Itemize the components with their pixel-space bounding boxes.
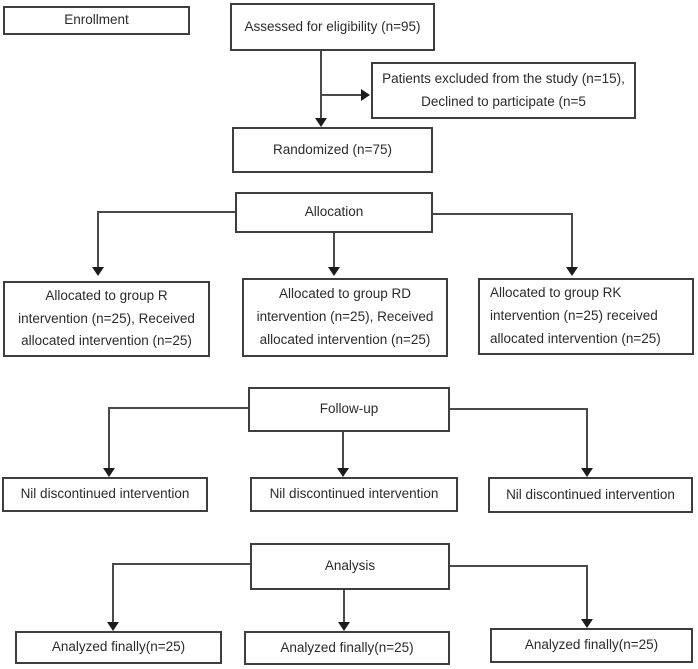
- nil-discontinued-box-1: Nil discontinued intervention: [2, 477, 208, 512]
- analyzed-box-1: Analyzed finally(n=25): [15, 631, 222, 664]
- analyzed-box-3: Analyzed finally(n=25): [490, 628, 693, 663]
- connector-followup-right-h-line: [450, 408, 588, 410]
- group-rd-box: Allocated to group RD intervention (n=25…: [242, 278, 448, 357]
- connector-followup-left-v-line: [108, 407, 110, 469]
- followup-stage-box: Follow-up: [248, 387, 450, 432]
- connector-analysis-left-v-line: [112, 563, 114, 622]
- assessed-eligibility-box: Assessed for eligibility (n=95): [230, 3, 435, 51]
- analysis-stage-box: Analysis: [250, 543, 450, 590]
- connector-assessed-to-randomized-line: [320, 51, 322, 119]
- arrow-right-icon: [361, 89, 370, 101]
- connector-followup-center-line: [342, 432, 344, 469]
- connector-allocation-center-line: [333, 233, 335, 268]
- connector-followup-left-h-line: [108, 407, 248, 409]
- connector-analysis-right-v-line: [586, 565, 588, 619]
- excluded-box: Patients excluded from the study (n=15),…: [371, 62, 636, 119]
- nil-discontinued-box-2: Nil discontinued intervention: [250, 477, 458, 512]
- arrow-down-icon: [103, 468, 115, 477]
- randomized-box: Randomized (n=75): [232, 127, 433, 173]
- arrow-down-icon: [581, 619, 593, 628]
- arrow-down-icon: [581, 468, 593, 477]
- connector-analysis-right-h-line: [450, 565, 588, 567]
- connector-followup-right-v-line: [586, 408, 588, 469]
- group-rk-box: Allocated to group RK intervention (n=25…: [478, 278, 694, 355]
- connector-allocation-left-v-line: [97, 211, 99, 268]
- connector-allocation-left-h-line: [97, 211, 235, 213]
- connector-to-excluded-line: [321, 94, 361, 96]
- arrow-down-icon: [107, 622, 119, 631]
- arrow-down-icon: [328, 267, 340, 276]
- arrow-down-icon: [338, 622, 350, 631]
- connector-analysis-left-h-line: [112, 563, 250, 565]
- connector-allocation-right-h-line: [433, 213, 573, 215]
- group-r-box: Allocated to group R intervention (n=25)…: [3, 281, 210, 357]
- arrow-down-icon: [315, 118, 327, 127]
- allocation-stage-box: Allocation: [235, 192, 433, 233]
- analyzed-box-2: Analyzed finally(n=25): [244, 631, 450, 665]
- connector-analysis-center-line: [343, 590, 345, 622]
- nil-discontinued-box-3: Nil discontinued intervention: [488, 477, 693, 513]
- arrow-down-icon: [337, 468, 349, 477]
- arrow-down-icon: [92, 267, 104, 276]
- connector-allocation-right-v-line: [571, 213, 573, 268]
- enrollment-stage-box: Enrollment: [3, 6, 190, 35]
- arrow-down-icon: [566, 267, 578, 276]
